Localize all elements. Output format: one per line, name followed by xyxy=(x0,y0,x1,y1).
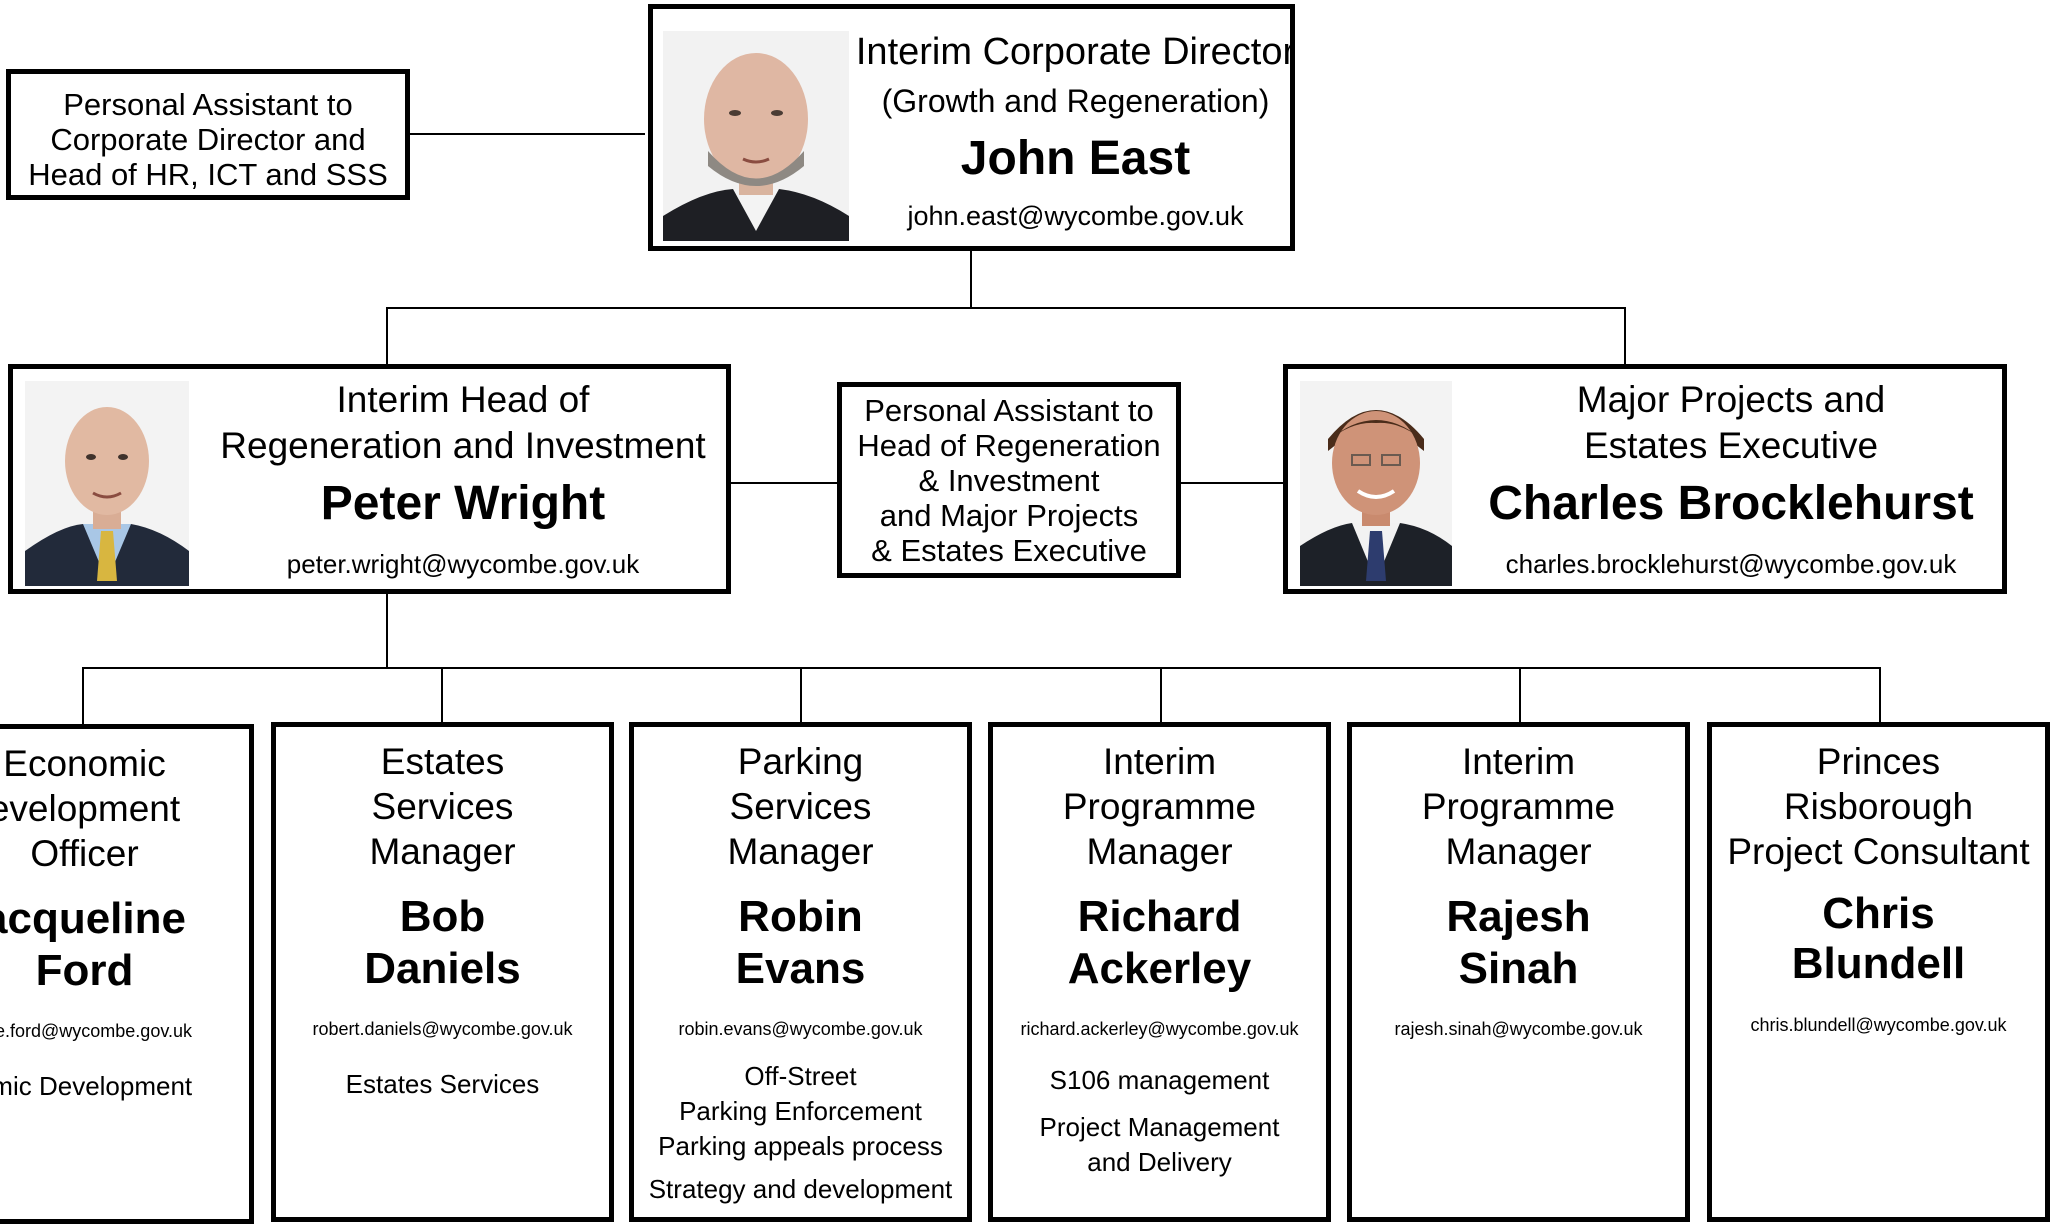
pa-top-line1: Personal Assistant to xyxy=(63,87,353,122)
pa-mid-line2: Head of Regeneration xyxy=(857,428,1161,463)
report-6-role: Princes Risborough Project Consultant xyxy=(1727,741,2030,872)
report-card-3: Parking Services Manager Robin Evans rob… xyxy=(629,722,972,1222)
report-6-email: chris.blundell@wycombe.gov.uk xyxy=(1750,1015,2007,1035)
connector-report-5 xyxy=(1519,667,1521,724)
charles-brocklehurst-photo xyxy=(1300,381,1452,586)
report-card-2: Estates Services Manager Bob Daniels rob… xyxy=(271,722,614,1222)
report-1-responsibilities: omic Development xyxy=(0,1071,193,1101)
charles-role-line2: Estates Executive xyxy=(1583,425,1879,466)
connector-peter-to-pa xyxy=(729,482,839,484)
director-role-line2: (Growth and Regeneration) xyxy=(881,83,1270,119)
report-6-name: Chris Blundell xyxy=(1791,889,1966,988)
report-5-role: Interim Programme Manager xyxy=(1421,741,1616,872)
peter-role-line2: Regeneration and Investment xyxy=(220,425,706,466)
pa-mid-line3: & Investment xyxy=(918,463,1100,498)
corporate-director-card: Interim Corporate Director (Growth and R… xyxy=(648,4,1295,251)
director-name: John East xyxy=(960,132,1191,185)
peter-role-line1: Interim Head of xyxy=(336,379,590,420)
pa-regeneration-card: Personal Assistant to Head of Regenerati… xyxy=(837,382,1181,578)
connector-peter-down xyxy=(386,592,388,669)
connector-director-down xyxy=(970,248,972,308)
connector-report-2 xyxy=(441,667,443,724)
head-of-regeneration-card: Interim Head of Regeneration and Investm… xyxy=(8,364,731,594)
connector-report-3 xyxy=(800,667,802,724)
pa-mid-line1: Personal Assistant to xyxy=(864,393,1154,428)
charles-role-line1: Major Projects and xyxy=(1576,379,1886,420)
director-role-line1: Interim Corporate Director xyxy=(855,31,1295,73)
john-east-photo xyxy=(663,31,849,241)
pa-mid-line4: and Major Projects xyxy=(879,498,1139,533)
connector-pa-to-charles xyxy=(1180,482,1285,484)
report-3-name: Robin Evans xyxy=(735,892,866,993)
connector-level3-horizontal xyxy=(82,667,1881,669)
report-3-email: robin.evans@wycombe.gov.uk xyxy=(678,1019,923,1039)
connector-report-1 xyxy=(82,667,84,728)
report-3-role: Parking Services Manager xyxy=(727,741,874,872)
report-1-role: Economic evelopment Officer xyxy=(0,743,181,874)
charles-name: Charles Brocklehurst xyxy=(1488,477,1974,530)
peter-wright-photo xyxy=(25,381,189,586)
report-5-name: Rajesh Sinah xyxy=(1446,892,1591,993)
peter-email: peter.wright@wycombe.gov.uk xyxy=(286,549,640,579)
pa-corporate-director-card: Personal Assistant to Corporate Director… xyxy=(6,69,410,200)
connector-pa-to-director xyxy=(410,133,645,135)
report-card-1: Economic evelopment Officer acqueline Fo… xyxy=(0,724,254,1224)
report-4-name: Richard Ackerley xyxy=(1067,892,1252,993)
pa-top-line2: Corporate Director and xyxy=(50,122,366,157)
major-projects-executive-card: Major Projects and Estates Executive Cha… xyxy=(1283,364,2007,594)
report-4-email: richard.ackerley@wycombe.gov.uk xyxy=(1020,1019,1299,1039)
connector-to-peter xyxy=(386,307,388,367)
director-email: john.east@wycombe.gov.uk xyxy=(907,201,1244,231)
report-4-responsibilities: S106 management Project Management and D… xyxy=(1039,1065,1280,1177)
report-2-role: Estates Services Manager xyxy=(369,741,516,872)
report-2-responsibilities: Estates Services xyxy=(345,1069,540,1099)
report-2-name: Bob Daniels xyxy=(364,892,521,993)
charles-email: charles.brocklehurst@wycombe.gov.uk xyxy=(1505,549,1957,579)
report-1-name: acqueline Ford xyxy=(0,894,186,995)
report-card-6: Princes Risborough Project Consultant Ch… xyxy=(1707,722,2050,1222)
pa-top-line3: Head of HR, ICT and SSS xyxy=(28,157,388,192)
pa-mid-line5: & Estates Executive xyxy=(871,533,1147,568)
connector-to-charles xyxy=(1624,307,1626,367)
report-4-role: Interim Programme Manager xyxy=(1062,741,1257,872)
report-card-4: Interim Programme Manager Richard Ackerl… xyxy=(988,722,1331,1222)
report-2-email: robert.daniels@wycombe.gov.uk xyxy=(312,1019,573,1039)
report-1-email: line.ford@wycombe.gov.uk xyxy=(0,1021,193,1041)
report-card-5: Interim Programme Manager Rajesh Sinah r… xyxy=(1347,722,1690,1222)
report-5-email: rajesh.sinah@wycombe.gov.uk xyxy=(1394,1019,1643,1039)
connector-report-4 xyxy=(1160,667,1162,724)
connector-level2-horizontal xyxy=(386,307,1626,309)
report-3-responsibilities: Off-Street Parking Enforcement Parking a… xyxy=(648,1061,953,1204)
peter-name: Peter Wright xyxy=(320,477,606,530)
connector-report-6 xyxy=(1879,667,1881,724)
